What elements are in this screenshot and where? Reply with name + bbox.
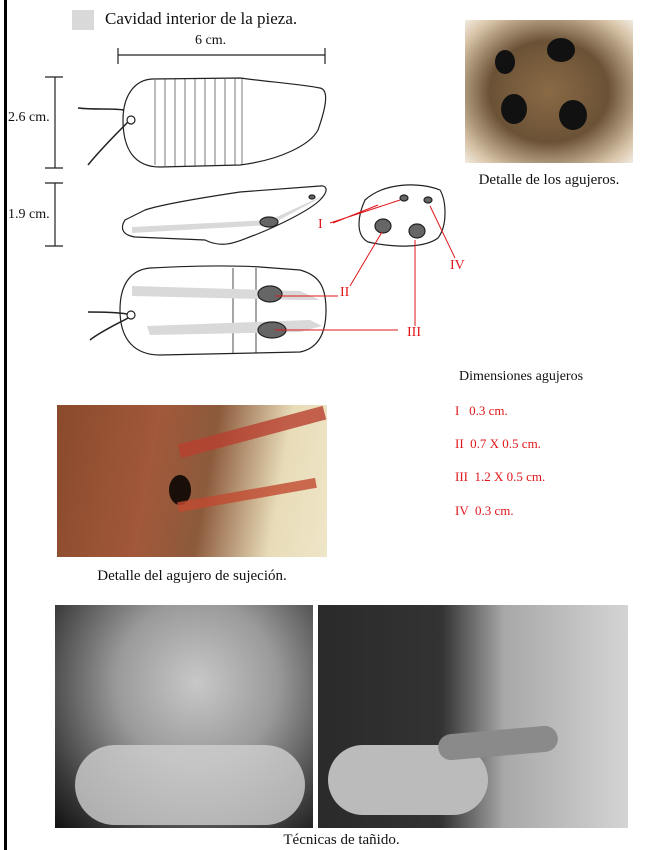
playing-photos-caption: Técnicas de tañido. (283, 832, 400, 848)
height-scale-label: 2.6 cm. (8, 110, 50, 125)
playing-technique-photo-left (55, 605, 313, 828)
legend-label: Cavidad interior de la pieza. (105, 9, 298, 28)
thickness-scale-bar (45, 182, 63, 247)
thickness-scale-label: 1.9 cm. (8, 207, 50, 222)
page-border (4, 0, 7, 850)
holes-photo-caption: Detalle de los agujeros. (478, 172, 620, 188)
length-scale-bar (117, 48, 326, 64)
playing-technique-photo-right (318, 605, 628, 828)
hole-leader-lines (275, 199, 456, 331)
dimension-item: III 1.2 X 0.5 cm. (455, 469, 546, 484)
legend-swatch (72, 10, 94, 30)
dimension-item: I 0.3 cm. (455, 403, 508, 418)
attachment-hole-photo (57, 405, 327, 557)
hole-label-ii: II (340, 285, 350, 300)
hole-label-iii: III (407, 325, 421, 340)
profile-drawing (121, 185, 327, 245)
hole-label-i: I (318, 217, 323, 232)
top-view-drawing (87, 265, 327, 356)
attachment-photo-caption: Detalle del agujero de sujeción. (97, 568, 287, 584)
side-view-drawing (77, 77, 327, 168)
dimension-item: IV 0.3 cm. (455, 503, 514, 518)
height-scale-bar (45, 76, 63, 169)
hole-label-iv: IV (450, 258, 465, 273)
dimension-item: II 0.7 X 0.5 cm. (455, 436, 541, 451)
front-view-drawing (358, 184, 446, 247)
holes-detail-photo (465, 20, 633, 163)
length-scale-label: 6 cm. (195, 33, 227, 48)
dimensions-title: Dimensiones agujeros (459, 369, 584, 384)
